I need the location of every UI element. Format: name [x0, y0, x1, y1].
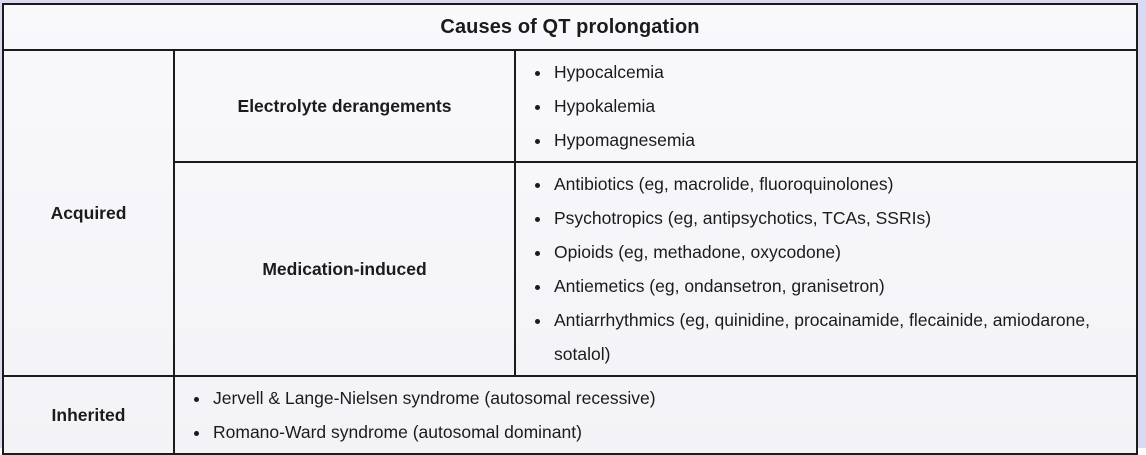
inherited-items-list: Jervell & Lange-Nielsen syndrome (autoso…: [187, 381, 1126, 449]
cell-electrolyte-derangements-label: Electrolyte derangements: [173, 49, 516, 163]
cell-medication-items: Antibiotics (eg, macrolide, fluoroquinol…: [514, 161, 1138, 377]
cell-medication-induced-label: Medication-induced: [173, 161, 516, 377]
list-item: Jervell & Lange-Nielsen syndrome (autoso…: [211, 381, 1126, 415]
list-item: Antiarrhythmics (eg, quinidine, procaina…: [552, 303, 1126, 371]
table-title: Causes of QT prolongation: [2, 3, 1138, 51]
electrolyte-items-list: Hypocalcemia Hypokalemia Hypomagnesemia: [528, 55, 1126, 157]
cell-acquired-label: Acquired: [2, 49, 175, 377]
list-item: Antiemetics (eg, ondansetron, granisetro…: [552, 269, 1126, 303]
list-item: Hypocalcemia: [552, 55, 1126, 89]
list-item: Hypokalemia: [552, 89, 1126, 123]
qt-prolongation-table: Causes of QT prolongation Acquired Elect…: [2, 3, 1138, 455]
list-item: Psychotropics (eg, antipsychotics, TCAs,…: [552, 201, 1126, 235]
row-inherited: Inherited Jervell & Lange-Nielsen syndro…: [2, 375, 1138, 455]
cell-electrolyte-items: Hypocalcemia Hypokalemia Hypomagnesemia: [514, 49, 1138, 163]
cell-inherited-label: Inherited: [2, 375, 175, 455]
list-item: Antibiotics (eg, macrolide, fluoroquinol…: [552, 167, 1126, 201]
cell-inherited-items: Jervell & Lange-Nielsen syndrome (autoso…: [173, 375, 1138, 455]
list-item: Romano-Ward syndrome (autosomal dominant…: [211, 415, 1126, 449]
title-row: Causes of QT prolongation: [2, 3, 1138, 51]
row-electrolyte-derangements: Acquired Electrolyte derangements Hypoca…: [2, 49, 1138, 377]
list-item: Opioids (eg, methadone, oxycodone): [552, 235, 1126, 269]
list-item: Hypomagnesemia: [552, 123, 1126, 157]
row-medication-induced: Medication-induced Antibiotics (eg, macr…: [3, 161, 1138, 377]
medication-items-list: Antibiotics (eg, macrolide, fluoroquinol…: [528, 167, 1126, 371]
